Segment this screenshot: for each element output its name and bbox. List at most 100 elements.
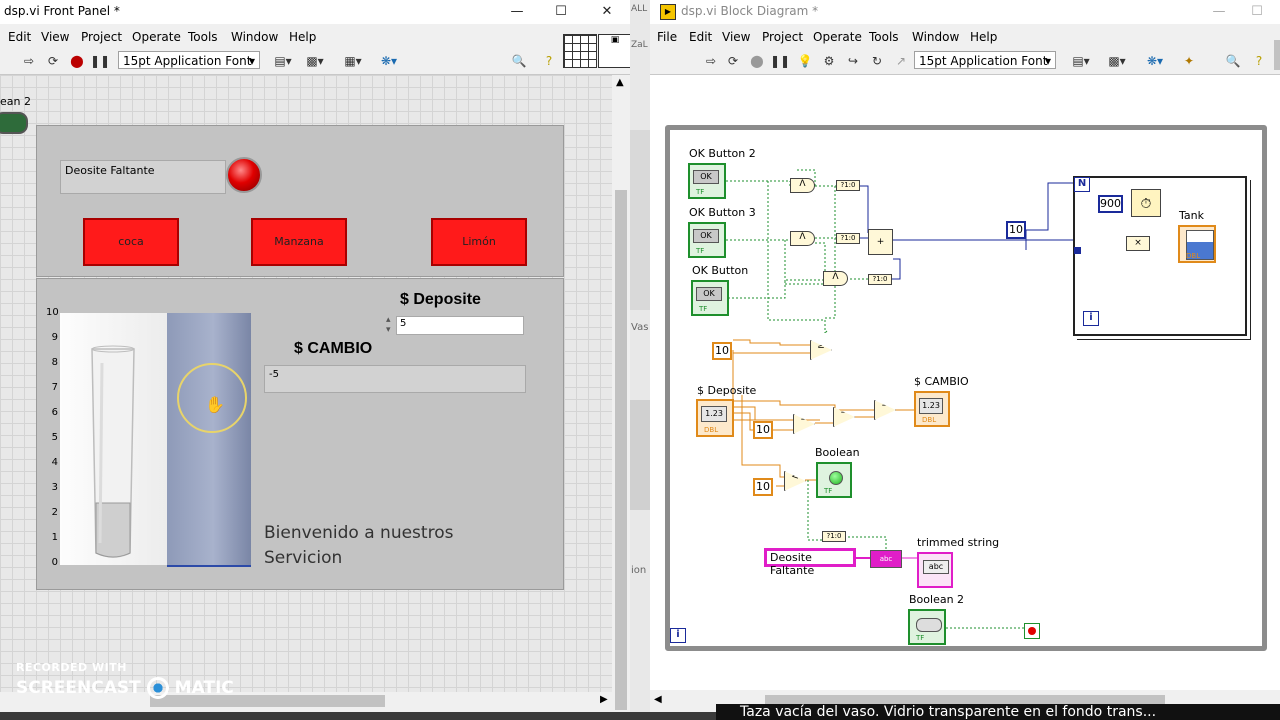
search-icon[interactable]: 🔍 (1225, 54, 1241, 68)
minimize-icon[interactable]: — (1212, 4, 1226, 19)
trimmed-string-terminal[interactable]: abc (917, 552, 953, 588)
maximize-icon[interactable]: ☐ (555, 4, 567, 19)
reorder-icon[interactable]: ❋▾ (1146, 54, 1164, 68)
bool-to-int-1[interactable]: ?1:0 (836, 180, 860, 191)
menu-help[interactable]: Help (970, 30, 998, 44)
close-icon[interactable]: ✕ (601, 4, 613, 19)
cambio-type: DBL (922, 416, 937, 424)
ok-button-2-terminal[interactable]: OK TF (688, 163, 726, 199)
connector-pane[interactable] (563, 34, 597, 68)
bool-to-int-2[interactable]: ?1:0 (836, 233, 860, 244)
font-select[interactable]: 15pt Application Font▾ (914, 51, 1056, 69)
for-loop-iteration-terminal[interactable]: i (1083, 311, 1099, 326)
deosite-faltante-text: Deosite Faltante (65, 164, 155, 177)
highlight-execution-icon[interactable]: 💡 (797, 54, 813, 68)
deposite-spinner-icon[interactable]: ▴▾ (386, 315, 391, 335)
minimize-icon[interactable]: — (510, 4, 524, 19)
bd-vertical-scrollbar[interactable] (1274, 40, 1280, 70)
menu-project[interactable]: Project (762, 30, 804, 44)
scroll-left-icon[interactable]: ◀ (654, 694, 662, 705)
distribute-icon[interactable]: ▩▾ (306, 54, 324, 68)
abort-icon[interactable]: ⬤ (750, 54, 764, 68)
pause-icon[interactable]: ❚❚ (770, 54, 791, 68)
run-arrow-icon[interactable]: ⇨ (705, 54, 717, 68)
deposite-input[interactable]: 5 (396, 316, 524, 335)
step-into-icon[interactable]: ↪ (847, 54, 859, 68)
menu-project[interactable]: Project (81, 30, 123, 44)
run-continuously-icon[interactable]: ⟳ (47, 54, 59, 68)
const-10-orange-a[interactable]: 10 (712, 342, 732, 360)
wait-ms-timer[interactable]: ⏱ (1131, 189, 1161, 217)
scroll-right-icon[interactable]: ▶ (600, 694, 608, 705)
and-gate-1[interactable]: Λ (790, 178, 815, 193)
coca-button[interactable]: coca (83, 218, 179, 266)
tank-glyph (1186, 230, 1214, 260)
deosite-faltante-constant[interactable]: Deosite Faltante (764, 548, 856, 577)
ok-button-terminal[interactable]: OK TF (691, 280, 729, 316)
bool-to-int-3[interactable]: ?1:0 (868, 274, 892, 285)
step-over-icon[interactable]: ↻ (871, 54, 883, 68)
deposite-terminal[interactable]: 1.23 DBL (696, 399, 734, 437)
menu-operate[interactable]: Operate (813, 30, 862, 44)
bool-to-int-4[interactable]: ?1:0 (822, 531, 846, 542)
manzana-button[interactable]: Manzana (251, 218, 347, 266)
select-string-node[interactable]: abc (870, 550, 902, 568)
cambio-terminal[interactable]: 1.23 DBL (914, 391, 950, 427)
help-icon[interactable]: ? (545, 54, 553, 68)
search-icon[interactable]: 🔍 (511, 54, 527, 68)
retain-wire-values-icon[interactable]: ⚙ (823, 54, 835, 68)
const-10-orange-c[interactable]: 10 (753, 478, 773, 496)
font-select[interactable]: 15pt Application Font▾ (118, 51, 260, 69)
align-icon[interactable]: ▤▾ (274, 54, 292, 68)
menu-operate[interactable]: Operate (132, 30, 181, 44)
for-loop-count-terminal[interactable]: N (1074, 177, 1090, 192)
menu-view[interactable]: View (41, 30, 70, 44)
resize-icon[interactable]: ▦▾ (344, 54, 362, 68)
loop-stop-condition[interactable] (1024, 623, 1040, 639)
scroll-thumb-h[interactable] (150, 695, 385, 707)
pause-icon[interactable]: ❚❚ (90, 54, 111, 68)
menu-tools[interactable]: Tools (869, 30, 899, 44)
glass-image (60, 313, 168, 565)
abort-icon[interactable]: ⬤ (70, 54, 84, 68)
front-vertical-scrollbar[interactable]: ▲ (612, 75, 630, 710)
help-icon[interactable]: ? (1255, 54, 1263, 68)
ok-button-3-terminal[interactable]: OK TF (688, 222, 726, 258)
menu-edit[interactable]: Edit (689, 30, 713, 44)
menu-window[interactable]: Window (231, 30, 279, 44)
tank-tick: 0 (51, 557, 58, 568)
const-10-blue[interactable]: 10 (1006, 221, 1026, 239)
side-image (630, 130, 650, 310)
const-900[interactable]: 900 (1098, 195, 1123, 213)
tank-tick: 8 (51, 357, 58, 368)
boolean-terminal[interactable]: TF (816, 462, 852, 498)
cleanup-icon[interactable]: ✦ (1183, 54, 1195, 68)
tank-terminal[interactable]: DBL (1178, 225, 1216, 263)
maximize-icon[interactable]: ☐ (1251, 4, 1263, 19)
menu-file[interactable]: File (657, 30, 678, 44)
limon-button[interactable]: Limón (431, 218, 527, 266)
stray-boolean-led[interactable] (0, 112, 28, 134)
const-10-orange-b[interactable]: 10 (753, 421, 773, 439)
while-loop-iteration-terminal[interactable]: i (670, 628, 686, 643)
side-text-4: ion (631, 565, 647, 576)
align-icon[interactable]: ▤▾ (1072, 54, 1090, 68)
step-out-icon[interactable]: ↗ (895, 54, 907, 68)
run-arrow-icon[interactable]: ⇨ (23, 54, 35, 68)
distribute-icon[interactable]: ▩▾ (1108, 54, 1126, 68)
menu-edit[interactable]: Edit (8, 30, 32, 44)
reorder-icon[interactable]: ❋▾ (380, 54, 398, 68)
menu-window[interactable]: Window (912, 30, 960, 44)
menu-view[interactable]: View (722, 30, 751, 44)
vi-icon[interactable]: ▣ (598, 34, 630, 68)
multiply-node[interactable]: × (1126, 236, 1150, 251)
run-continuously-icon[interactable]: ⟳ (727, 54, 739, 68)
compound-add[interactable]: + (868, 229, 893, 255)
and-gate-3[interactable]: Λ (823, 271, 848, 286)
scroll-up-icon[interactable]: ▲ (616, 77, 624, 88)
and-gate-2[interactable]: Λ (790, 231, 815, 246)
scroll-thumb[interactable] (615, 190, 627, 710)
menu-tools[interactable]: Tools (188, 30, 218, 44)
menu-help[interactable]: Help (289, 30, 317, 44)
boolean-2-terminal[interactable]: TF (908, 609, 946, 645)
